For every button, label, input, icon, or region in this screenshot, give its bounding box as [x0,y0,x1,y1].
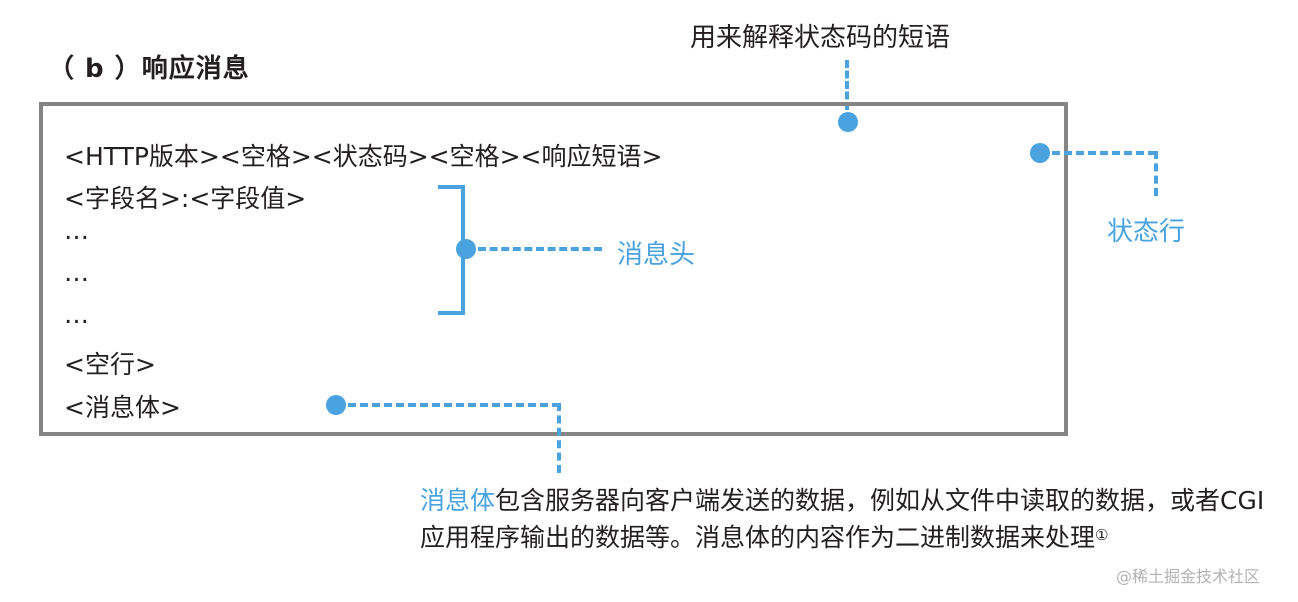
header-ellipsis-3: … [64,300,89,329]
status-line-label: 状态行 [1107,217,1186,247]
diagram-title: （ b ）响应消息 [48,54,250,84]
reason-phrase-annotation: 用来解释状态码的短语 [690,23,951,53]
body-line-text: <消息体> [64,393,181,422]
body-description: 消息体包含服务器向客户端发送的数据，例如从文件中读取的数据，或者CGI应用程序输… [420,482,1280,556]
header-label: 消息头 [617,240,696,270]
body-dot-icon [326,395,346,415]
response-message-box [39,102,1068,436]
reason-phrase-dot-icon [838,112,858,132]
header-field-line: <字段名>:<字段值> [64,184,307,213]
status-line-text: <HTTP版本><空格><状态码><空格><响应短语> [64,142,663,171]
body-description-text: 包含服务器向客户端发送的数据，例如从文件中读取的数据，或者CGI应用程序输出的数… [420,486,1265,552]
header-ellipsis-2: … [64,258,89,287]
watermark: @稀土掘金技术社区 [1116,567,1261,586]
body-description-highlight: 消息体 [420,486,496,515]
footnote-mark: ① [1095,526,1109,544]
status-line-connector-v [1154,151,1158,196]
header-connector [478,247,602,251]
body-connector-h [348,403,560,407]
body-connector-v [557,403,561,473]
status-line-dot-icon [1030,143,1050,163]
header-ellipsis-1: … [64,216,89,245]
reason-phrase-connector [845,60,849,110]
status-line-connector-h [1052,151,1156,155]
header-dot-icon [456,239,476,259]
blank-line-text: <空行> [64,350,156,379]
